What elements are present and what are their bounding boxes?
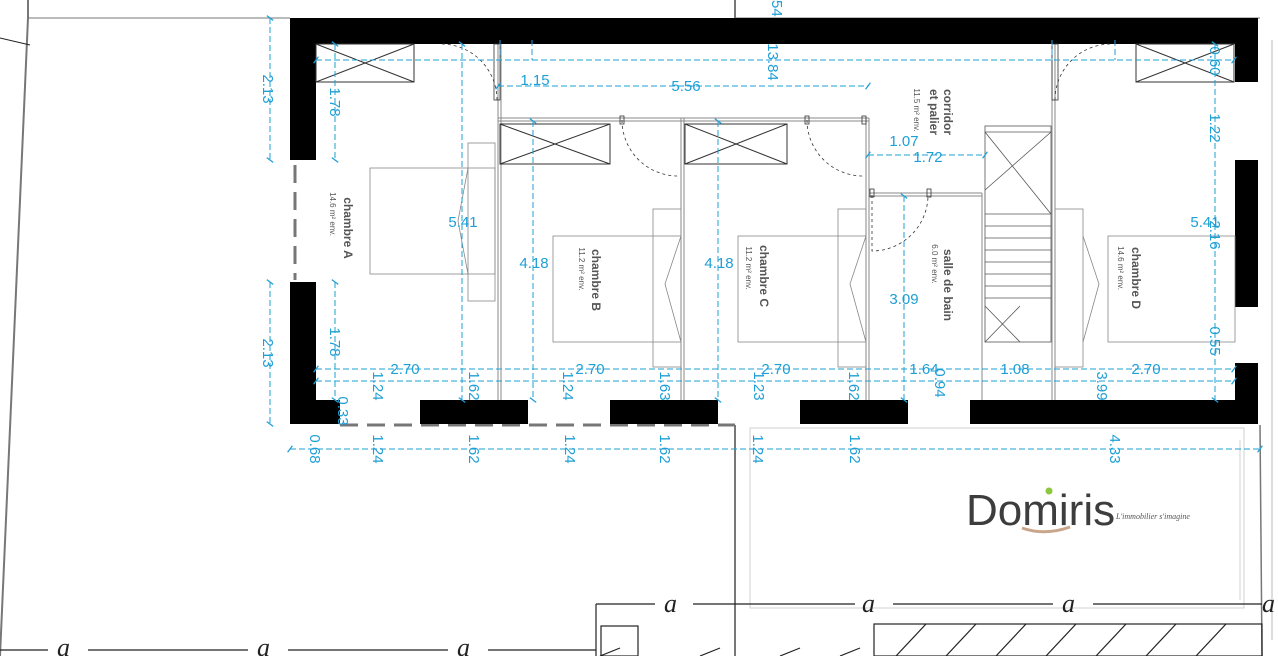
partitions <box>497 44 1056 400</box>
room-labels: chambre A 14.6 m² env. chambre B 11.2 m²… <box>328 88 1143 321</box>
section-marks: a a a a a a a <box>57 589 1275 656</box>
room-area-bath: 6.0 m² env. <box>930 244 939 283</box>
dim-row2-5: 1.23 <box>750 371 767 400</box>
dim-width-c: 2.70 <box>761 361 790 378</box>
section-mark-3: a <box>1062 589 1075 618</box>
dim-row2-3: 1.24 <box>559 371 576 400</box>
dim-top-right: 0.60 <box>1206 46 1223 75</box>
dim-right-upper: 1.22 <box>1206 113 1223 142</box>
dim-depth-c: 4.18 <box>704 255 733 272</box>
room-label-c: chambre C <box>757 245 771 307</box>
dim-left-offset: 1.15 <box>520 72 549 89</box>
room-area-d: 14.6 m² env. <box>1116 246 1125 290</box>
room-area-b: 11.2 m² env. <box>577 247 586 290</box>
section-lines <box>0 603 1263 656</box>
dim-wall-upper: 2.13 <box>259 74 276 103</box>
room-area-a: 14.6 m² env. <box>328 192 337 236</box>
room-area-corridor: 11.5 m² env. <box>912 88 921 131</box>
dim-row2-7: 0.94 <box>931 368 948 397</box>
section-mark-6: a <box>257 633 270 656</box>
dim-bottom-5: 1.62 <box>656 434 673 463</box>
room-label-a: chambre A <box>341 197 355 259</box>
dim-width-a: 2.70 <box>390 361 419 378</box>
walls <box>290 18 1258 424</box>
brand-tagline: L'immobilier s'imagine <box>1115 512 1190 521</box>
dim-right-low: 0.55 <box>1206 326 1223 355</box>
brand-swoosh <box>1021 525 1071 534</box>
dim-depth-d: 5.41 <box>1190 214 1219 231</box>
dim-bottom-3: 1.62 <box>465 434 482 463</box>
dim-bottom-6: 1.24 <box>749 434 766 463</box>
room-label-d: chambre D <box>1129 247 1143 309</box>
brand-name: Domiris <box>966 486 1115 535</box>
room-label-corridor-1: corridor <box>941 89 955 135</box>
dim-depth-b: 4.18 <box>519 255 548 272</box>
dim-overall: 13.84 <box>764 43 781 81</box>
dim-bottom-4: 1.24 <box>561 434 578 463</box>
property-lines-dashed <box>293 165 735 427</box>
dim-row2-8: 3.99 <box>1093 371 1110 400</box>
room-area-c: 11.2 m² env. <box>744 246 753 289</box>
dim-bottom-7: 1.62 <box>846 434 863 463</box>
dim-left-small: 0.33 <box>334 396 351 425</box>
section-mark-5: a <box>57 633 70 656</box>
dim-right-mid: 2.16 <box>1206 220 1223 249</box>
dim-corridor-len: 5.56 <box>671 78 700 95</box>
dim-depth-a: 5.41 <box>448 214 477 231</box>
dim-stair-run: 1.08 <box>1000 361 1029 378</box>
dimension-texts: 54 13.84 0.60 5.56 1.15 1.72 1.07 2.13 2… <box>259 0 1223 464</box>
room-label-b: chambre B <box>589 249 603 311</box>
beds <box>369 142 1236 368</box>
dim-bottom-1: 0.68 <box>306 434 323 463</box>
dim-bottom-8: 4.33 <box>1106 434 1123 463</box>
dim-width-d: 2.70 <box>1131 361 1160 378</box>
neighbor-faint <box>749 427 1245 609</box>
staircase <box>984 125 1052 343</box>
section-mark-2: a <box>862 589 875 618</box>
dim-corr-depth: 1.07 <box>889 133 918 150</box>
brand-logo: Domiris L'immobilier s'imagine <box>893 468 1203 573</box>
dim-left-in-upper: 1.78 <box>326 87 343 116</box>
dim-bath-depth: 3.09 <box>889 291 918 308</box>
dimension-lines <box>266 15 1263 453</box>
room-label-bath: salle de bain <box>941 249 955 321</box>
room-label-corridor-2: et palier <box>927 89 941 135</box>
dim-bottom-2: 1.24 <box>369 434 386 463</box>
section-mark-7: a <box>457 633 470 656</box>
dim-width-b: 2.70 <box>575 361 604 378</box>
dim-bath-width: 1.64 <box>909 361 938 378</box>
dim-row2-4: 1.63 <box>656 371 673 400</box>
brand-dot <box>1045 487 1053 495</box>
section-mark-4: a <box>1262 589 1275 618</box>
dim-stair-width: 1.72 <box>913 149 942 166</box>
dim-row2-1: 1.24 <box>369 371 386 400</box>
dim-top-partial: 54 <box>768 0 785 17</box>
dim-row2-6: 1.62 <box>845 371 862 400</box>
dim-row2-2: 1.62 <box>465 371 482 400</box>
dim-left-in-lower: 1.78 <box>326 327 343 356</box>
dim-wall-lower: 2.13 <box>259 338 276 367</box>
section-mark-1: a <box>664 589 677 618</box>
